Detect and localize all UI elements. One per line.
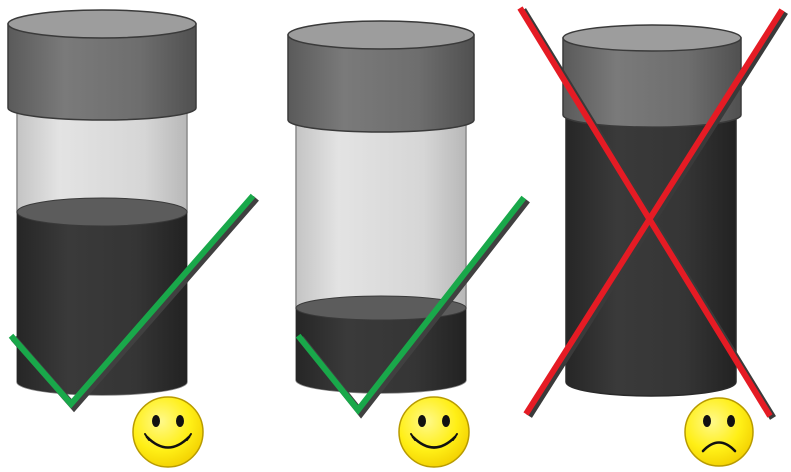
jar-3-cap-top	[563, 25, 741, 51]
jar-1-cap-top	[8, 10, 196, 38]
jar-3-liquid	[566, 108, 736, 396]
jar-1-liquid-surface	[17, 198, 187, 226]
frown-face-icon	[685, 398, 753, 466]
jar-2-cap-top	[288, 21, 474, 49]
jar-2	[288, 21, 474, 393]
smiley-face-icon	[399, 397, 469, 467]
jar-1	[8, 10, 196, 395]
smiley-face-icon	[133, 397, 203, 467]
